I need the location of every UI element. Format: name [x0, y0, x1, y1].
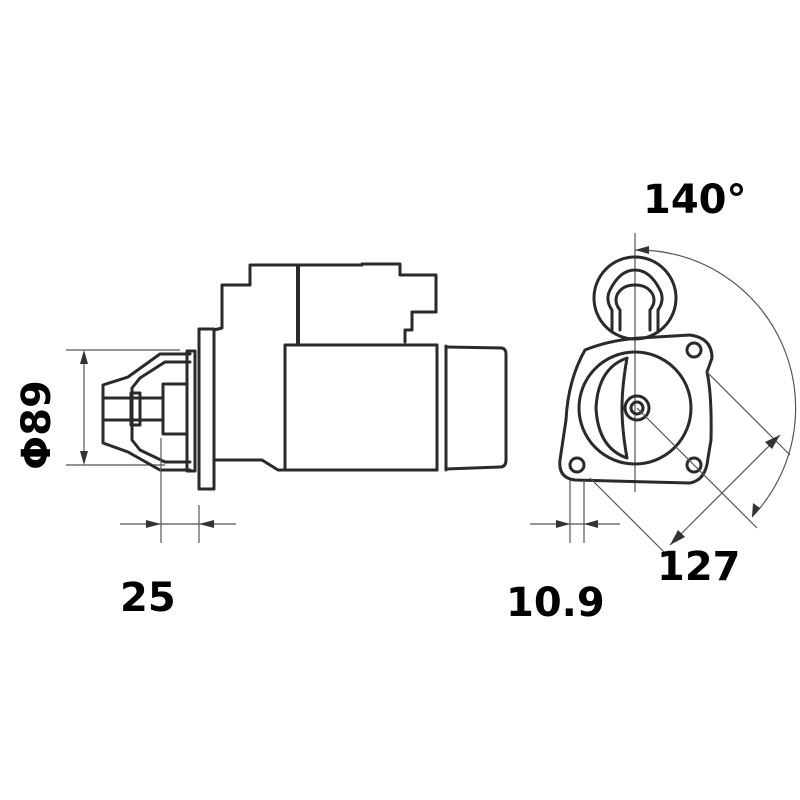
side-view — [66, 262, 508, 543]
flange-thickness-label: 10.9 — [506, 580, 605, 626]
bolt-spacing-label: 127 — [657, 544, 741, 590]
diameter-label: Φ89 — [13, 380, 60, 470]
front-view — [530, 233, 797, 554]
solenoid-angle-label: 140° — [643, 177, 747, 223]
pinion-offset-label: 25 — [120, 575, 176, 621]
